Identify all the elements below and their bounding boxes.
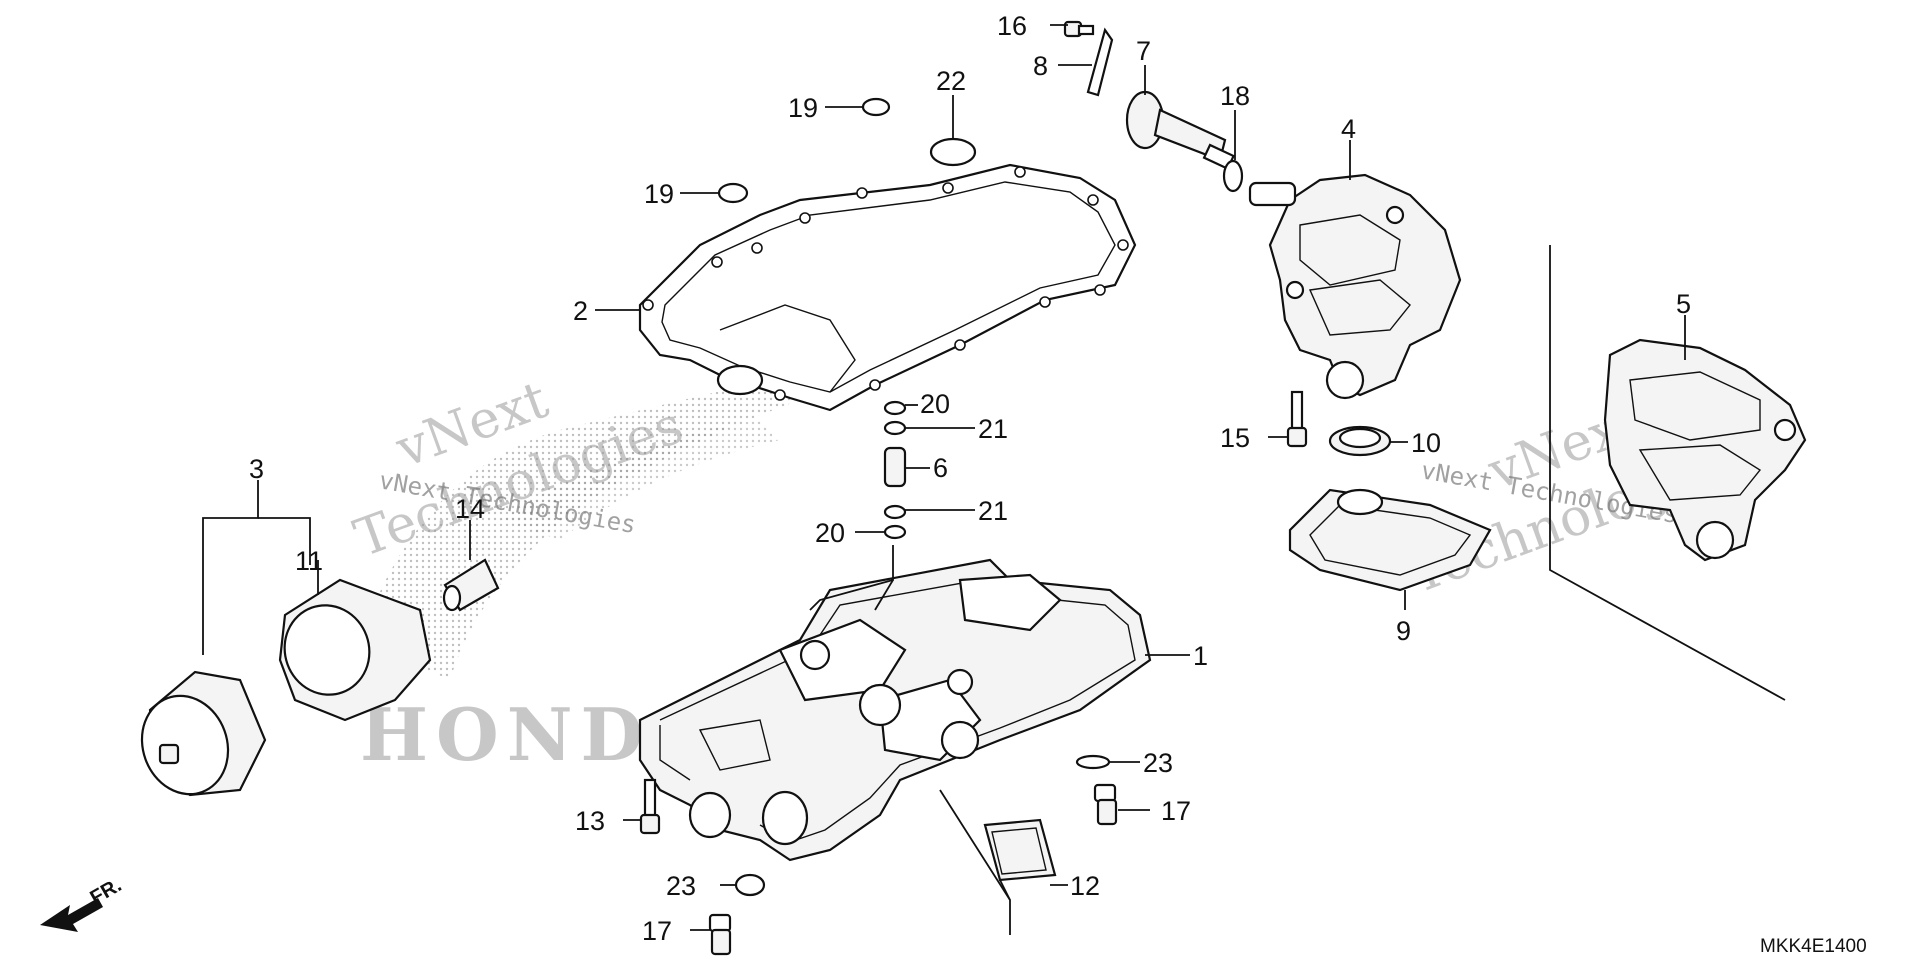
o-ring-19b	[717, 182, 749, 204]
callout-17b: 17	[642, 916, 672, 946]
oil-filter-cartridge	[278, 578, 432, 722]
callout-8: 8	[1033, 51, 1048, 81]
oil-pan	[638, 558, 1152, 862]
oil-strainer-9	[1288, 488, 1492, 592]
callout-7: 7	[1136, 36, 1151, 66]
callout-21a: 21	[978, 414, 1008, 444]
drain-bolt-17a	[1093, 783, 1118, 826]
callout-5: 5	[1676, 289, 1691, 319]
bolt-13	[639, 778, 661, 835]
front-direction-arrow: FR.	[40, 874, 125, 932]
callout-12: 12	[1070, 871, 1100, 901]
callout-10: 10	[1411, 428, 1441, 458]
callout-6: 6	[933, 453, 948, 483]
callout-18: 18	[1220, 81, 1250, 111]
washer-23b	[734, 873, 766, 897]
bolt-16	[1063, 20, 1095, 38]
oil-strainer-14	[442, 558, 500, 612]
callout-1: 1	[1193, 641, 1208, 671]
oil-pump	[1248, 173, 1462, 400]
callout-13: 13	[575, 806, 605, 836]
o-ring-19a	[861, 97, 891, 117]
assembly-divider	[1549, 245, 1786, 701]
callout-19a: 19	[788, 93, 818, 123]
callout-20b: 20	[815, 518, 845, 548]
callout-3: 3	[249, 454, 264, 484]
callout-15: 15	[1220, 423, 1250, 453]
callout-21b: 21	[978, 496, 1008, 526]
callout-20a: 20	[920, 389, 950, 419]
o-ring-18	[1222, 159, 1244, 193]
callout-2: 2	[573, 296, 588, 326]
leader-lines	[202, 24, 1686, 935]
callout-14: 14	[455, 494, 485, 524]
washer-23a	[1075, 754, 1111, 770]
callout-19b: 19	[644, 179, 674, 209]
oil-pan-gasket	[638, 163, 1137, 412]
callout-22: 22	[936, 66, 966, 96]
diagram-code: MKK4E1400	[1760, 936, 1867, 957]
set-plate	[1086, 27, 1114, 97]
o-ring-22	[929, 137, 977, 167]
drain-bolt-17b	[708, 913, 732, 956]
screen-12	[983, 818, 1057, 882]
oil-filter-cap	[140, 670, 267, 797]
pump-drive-gear	[1125, 90, 1236, 171]
callout-23b: 23	[666, 871, 696, 901]
callout-23a: 23	[1143, 748, 1173, 778]
callout-4: 4	[1341, 114, 1356, 144]
bolt-15	[1286, 390, 1308, 448]
callout-9: 9	[1396, 616, 1411, 646]
collar-stack	[883, 400, 907, 540]
callout-11: 11	[295, 546, 323, 576]
callout-16: 16	[997, 11, 1027, 41]
oil-pump-alt	[1603, 338, 1807, 562]
callout-17a: 17	[1161, 796, 1191, 826]
callout-labels: 1 2 3 4 5 6 7 8 9 10 11 12 13 14 15 16 1…	[249, 11, 1691, 946]
